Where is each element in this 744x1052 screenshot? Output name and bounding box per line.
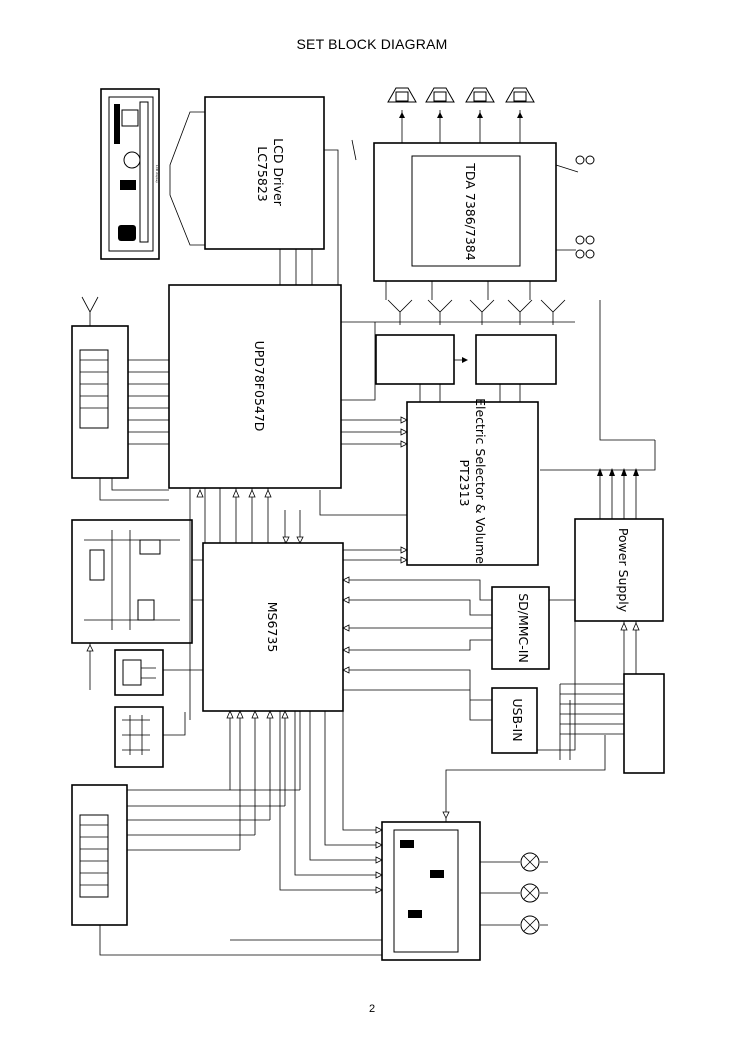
motors bbox=[480, 852, 548, 935]
usb-block: USB-IN bbox=[491, 687, 538, 754]
lcd-driver-block: LCD Driver LC75823 bbox=[204, 96, 325, 250]
output-transistors bbox=[341, 281, 575, 325]
line-out-jacks bbox=[555, 155, 595, 259]
cd-mechanism-block bbox=[71, 784, 128, 926]
eq-block bbox=[560, 673, 665, 774]
antenna-icon bbox=[81, 296, 99, 326]
speakers bbox=[387, 87, 535, 143]
wiring bbox=[86, 139, 640, 956]
front-panel-block bbox=[71, 519, 193, 644]
power-supply-block: Power Supply bbox=[540, 300, 664, 622]
page-title: SET BLOCK DIAGRAM bbox=[296, 36, 448, 52]
switch-block bbox=[114, 706, 164, 768]
lcd-display-panel: LCD display bbox=[100, 88, 160, 260]
ir-receiver-block bbox=[114, 649, 164, 696]
selector-block: Electric Selector & Volume PT2313 bbox=[406, 398, 539, 568]
usb-label: USB-IN bbox=[510, 698, 525, 741]
page-number: 2 bbox=[368, 1003, 376, 1015]
svg-text:LCD Driver LC75823: LCD Driver LC75823 bbox=[255, 138, 286, 210]
decoder-label: MS6735 bbox=[265, 602, 280, 653]
sd-block: SD/MMC-IN bbox=[491, 586, 550, 670]
motor-driver-block bbox=[381, 821, 481, 961]
lcd-display-label: LCD display bbox=[155, 165, 159, 183]
decoder-block: MS6735 bbox=[202, 542, 344, 712]
amp-label: TDA 7386/7384 bbox=[463, 162, 478, 260]
mcu-label: UPD78F0547D bbox=[252, 341, 267, 432]
mcu-block: UPD78F0547D bbox=[168, 284, 342, 489]
mute-blocks bbox=[375, 334, 557, 385]
sd-label: SD/MMC-IN bbox=[516, 593, 531, 663]
power-label: Power Supply bbox=[616, 528, 631, 613]
display-arrow bbox=[169, 111, 206, 246]
tuner-block bbox=[71, 325, 129, 479]
amplifier-block: TDA 7386/7384 bbox=[373, 142, 557, 282]
svg-text:Electric Selector & Volume: Electric Selector & Volume PT2313 bbox=[457, 398, 488, 568]
